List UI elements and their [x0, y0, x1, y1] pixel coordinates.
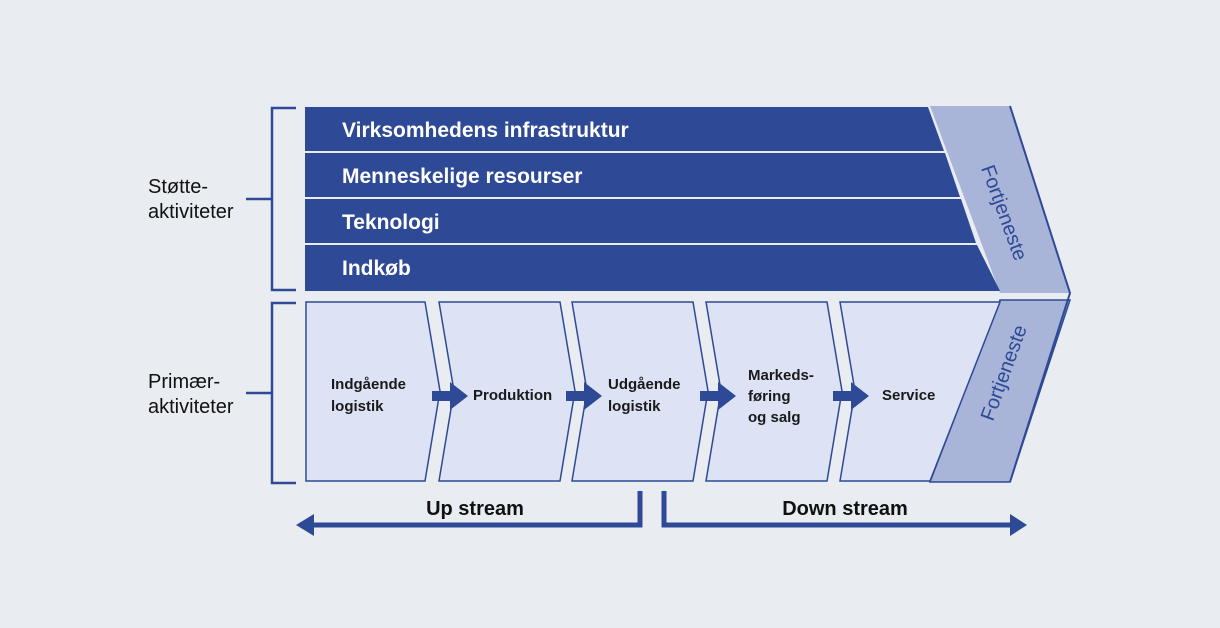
primary-label-line: Markeds- — [748, 367, 814, 384]
primary-label-line: logistik — [608, 398, 661, 415]
primary-activity-label: Udgående logistik — [608, 376, 685, 415]
primary-label-line: Produktion — [473, 387, 552, 404]
support-activity-label: Menneskelige resourser — [342, 165, 582, 188]
support-label-line2: aktiviteter — [148, 201, 234, 223]
support-activity-label: Virksomhedens infrastruktur — [342, 119, 629, 142]
primary-label-line: Service — [882, 387, 935, 404]
primary-activity-label: Markeds- føring og salg — [748, 367, 818, 426]
support-activity-label: Indkøb — [342, 257, 411, 280]
support-activities-label: Støtte- aktiviteter — [148, 175, 234, 225]
arrow-right-icon — [833, 382, 869, 410]
primary-activity-label: Service — [882, 387, 935, 404]
support-bar-4 — [305, 245, 1000, 291]
primary-label-line2: aktiviteter — [148, 396, 234, 418]
primary-block-1 — [305, 301, 441, 482]
primary-label-line: Udgående — [608, 376, 681, 393]
primary-label-line: føring — [748, 388, 791, 405]
upstream-arrow-line — [312, 491, 643, 528]
arrow-right-icon — [700, 382, 736, 410]
upstream-label: Up stream — [426, 498, 524, 520]
primary-label-line: logistik — [331, 398, 384, 415]
arrow-right-icon — [566, 382, 602, 410]
support-bar-3 — [305, 199, 976, 243]
primary-activity-label: Indgående logistik — [331, 376, 410, 415]
support-bracket — [270, 106, 296, 292]
primary-label-line1: Primær- — [148, 371, 221, 393]
support-label-line1: Støtte- — [148, 176, 209, 198]
support-bar-2 — [305, 153, 960, 197]
arrow-left-icon — [296, 514, 314, 536]
downstream-label: Down stream — [782, 498, 908, 520]
primary-label-line: Indgående — [331, 376, 406, 393]
support-bar-1 — [305, 107, 944, 151]
downstream-arrow-line — [661, 491, 1012, 528]
primary-activity-label: Produktion — [473, 387, 552, 404]
margin-upper-shape — [930, 106, 1070, 293]
primary-label-line: og salg — [748, 409, 801, 426]
support-activity-label: Teknologi — [342, 211, 440, 234]
flow-arrows — [432, 382, 869, 410]
primary-block-5 — [839, 301, 1002, 482]
primary-activities-label: Primær- aktiviteter — [148, 370, 234, 420]
primary-bracket — [270, 301, 296, 485]
margin-chevron-outline — [1009, 105, 1072, 483]
arrow-right-icon — [1010, 514, 1027, 536]
arrow-right-icon — [432, 382, 468, 410]
